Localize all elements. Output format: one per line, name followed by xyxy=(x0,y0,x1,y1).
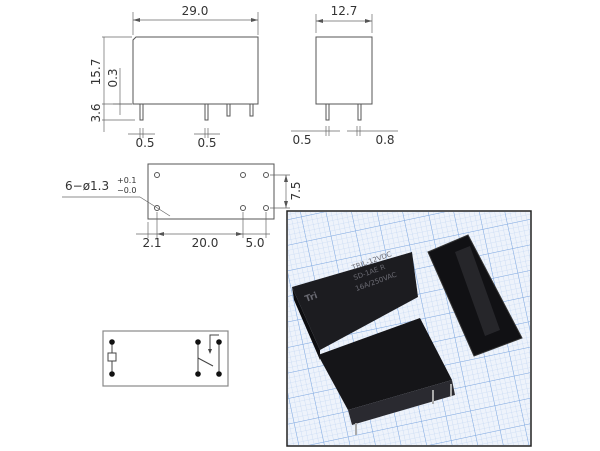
tol-plus: +0.1 xyxy=(117,176,136,185)
dim-span: 20.0 xyxy=(192,236,219,250)
pcb-footprint xyxy=(147,163,275,220)
tol-minus: −0.0 xyxy=(117,186,136,195)
dim-end-pin-thickness: 0.8 xyxy=(375,133,394,147)
switch-contact-icon xyxy=(197,357,214,367)
end-body xyxy=(315,36,373,105)
side-body xyxy=(132,36,259,105)
dim-width: 29.0 xyxy=(182,4,209,18)
bottom-view: 6−ø1.3 +0.1 −0.0 7.5 2.1 20.0 5.0 xyxy=(62,163,303,250)
dim-row-spacing: 7.5 xyxy=(289,181,303,200)
hole-spec: 6−ø1.3 xyxy=(65,179,109,193)
dim-end-pin-width: 0.5 xyxy=(292,133,311,147)
coil-icon xyxy=(107,352,117,362)
end-view: 12.7 0.5 0.8 xyxy=(291,4,398,147)
dim-offset: 2.1 xyxy=(142,236,161,250)
dim-pin-width-1: 0.5 xyxy=(135,136,154,150)
photo-logo: Tri xyxy=(304,291,319,305)
side-view: 29.0 15.7 0.3 3.6 0.5 0.5 xyxy=(89,4,259,150)
dim-end-width: 12.7 xyxy=(331,4,358,18)
holes xyxy=(154,172,269,211)
relay-photo: TRIL-12VDC SD-1AE R 16A/250VAC Tri xyxy=(286,210,532,447)
circuit-schematic xyxy=(102,330,229,387)
dim-height: 15.7 xyxy=(89,59,103,86)
side-pins xyxy=(139,103,254,121)
dim-pitch: 5.0 xyxy=(245,236,264,250)
dim-pin-length: 3.6 xyxy=(89,103,103,122)
dim-gap: 0.3 xyxy=(106,68,120,87)
dim-pin-width-2: 0.5 xyxy=(197,136,216,150)
